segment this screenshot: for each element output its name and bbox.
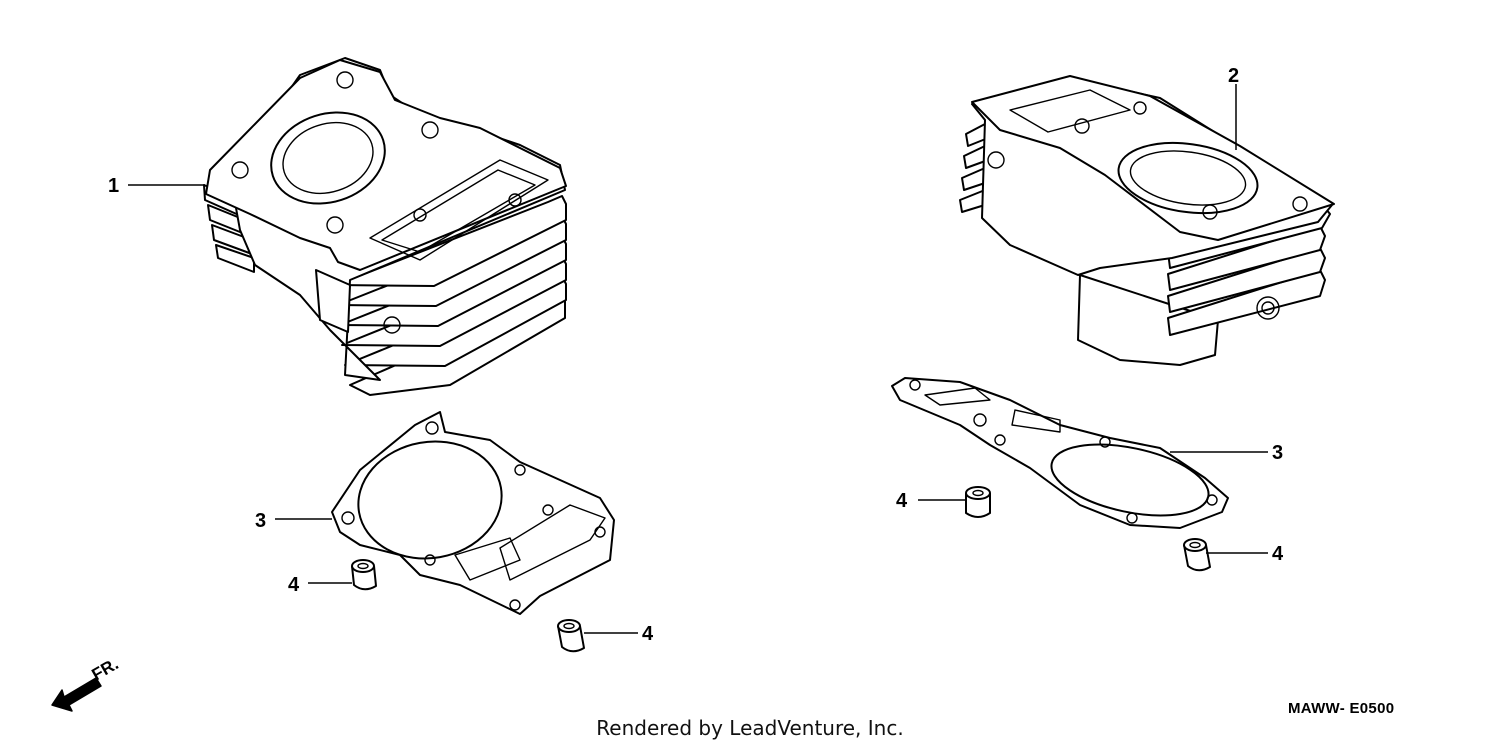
callout-1: 1 [108, 175, 119, 197]
dowel-pin-left-a[interactable] [351, 559, 377, 591]
dowel-pin-left-b[interactable] [557, 619, 585, 653]
callout-4-right-a: 4 [896, 490, 908, 512]
callout-3-right: 3 [1272, 442, 1283, 464]
dowel-pin-right-a[interactable] [965, 486, 991, 518]
callout-4-left-a: 4 [288, 574, 300, 596]
rendered-by-footer: Rendered by LeadVenture, Inc. [596, 716, 904, 740]
dowel-pin-right-b[interactable] [1183, 538, 1211, 572]
callout-4-right-b: 4 [1272, 543, 1284, 565]
cylinder-rear[interactable] [959, 75, 1335, 366]
callout-2: 2 [1228, 65, 1239, 87]
gasket-front[interactable] [331, 411, 615, 615]
front-direction-arrow-icon [51, 677, 102, 712]
cylinder-front[interactable] [203, 57, 567, 396]
callout-4-left-b: 4 [642, 623, 654, 645]
diagram-part-code: MAWW- E0500 [1288, 700, 1395, 717]
callout-3-left: 3 [255, 510, 266, 532]
gasket-rear[interactable] [891, 377, 1229, 529]
